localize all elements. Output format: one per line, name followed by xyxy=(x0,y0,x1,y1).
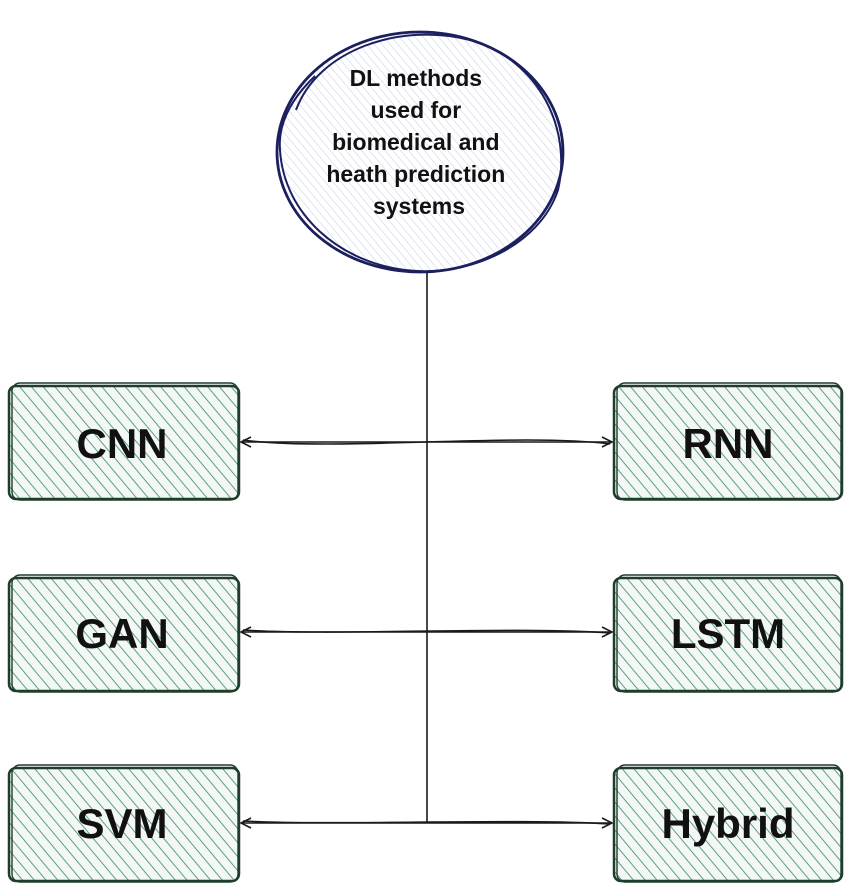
method-node-lstm: LSTM xyxy=(612,574,844,693)
method-label-hybrid: Hybrid xyxy=(661,800,794,847)
method-node-svm: SVM xyxy=(7,764,241,883)
central-topic-title: DL methods used for biomedical and heath… xyxy=(326,65,511,219)
method-label-lstm: LSTM xyxy=(671,610,785,657)
method-label-svm: SVM xyxy=(76,800,167,847)
connector-gan-lstm xyxy=(241,630,612,633)
method-node-cnn: CNN xyxy=(7,382,241,501)
central-topic-line-1: DL methods xyxy=(350,65,482,91)
central-topic-node: DL methods used for biomedical and heath… xyxy=(275,30,565,274)
central-topic-line-2: used for xyxy=(370,97,461,123)
method-label-gan: GAN xyxy=(75,610,168,657)
method-label-rnn: RNN xyxy=(683,420,774,467)
central-topic-line-3: biomedical and xyxy=(332,129,499,155)
central-topic-line-4: heath prediction xyxy=(326,161,505,187)
connector-svm-hybrid xyxy=(241,821,612,824)
central-topic-line-5: systems xyxy=(373,193,465,219)
connector-cnn-rnn xyxy=(241,440,612,444)
method-node-gan: GAN xyxy=(7,574,241,693)
method-node-hybrid: Hybrid xyxy=(612,764,844,883)
method-label-cnn: CNN xyxy=(77,420,168,467)
method-node-rnn: RNN xyxy=(612,382,844,501)
